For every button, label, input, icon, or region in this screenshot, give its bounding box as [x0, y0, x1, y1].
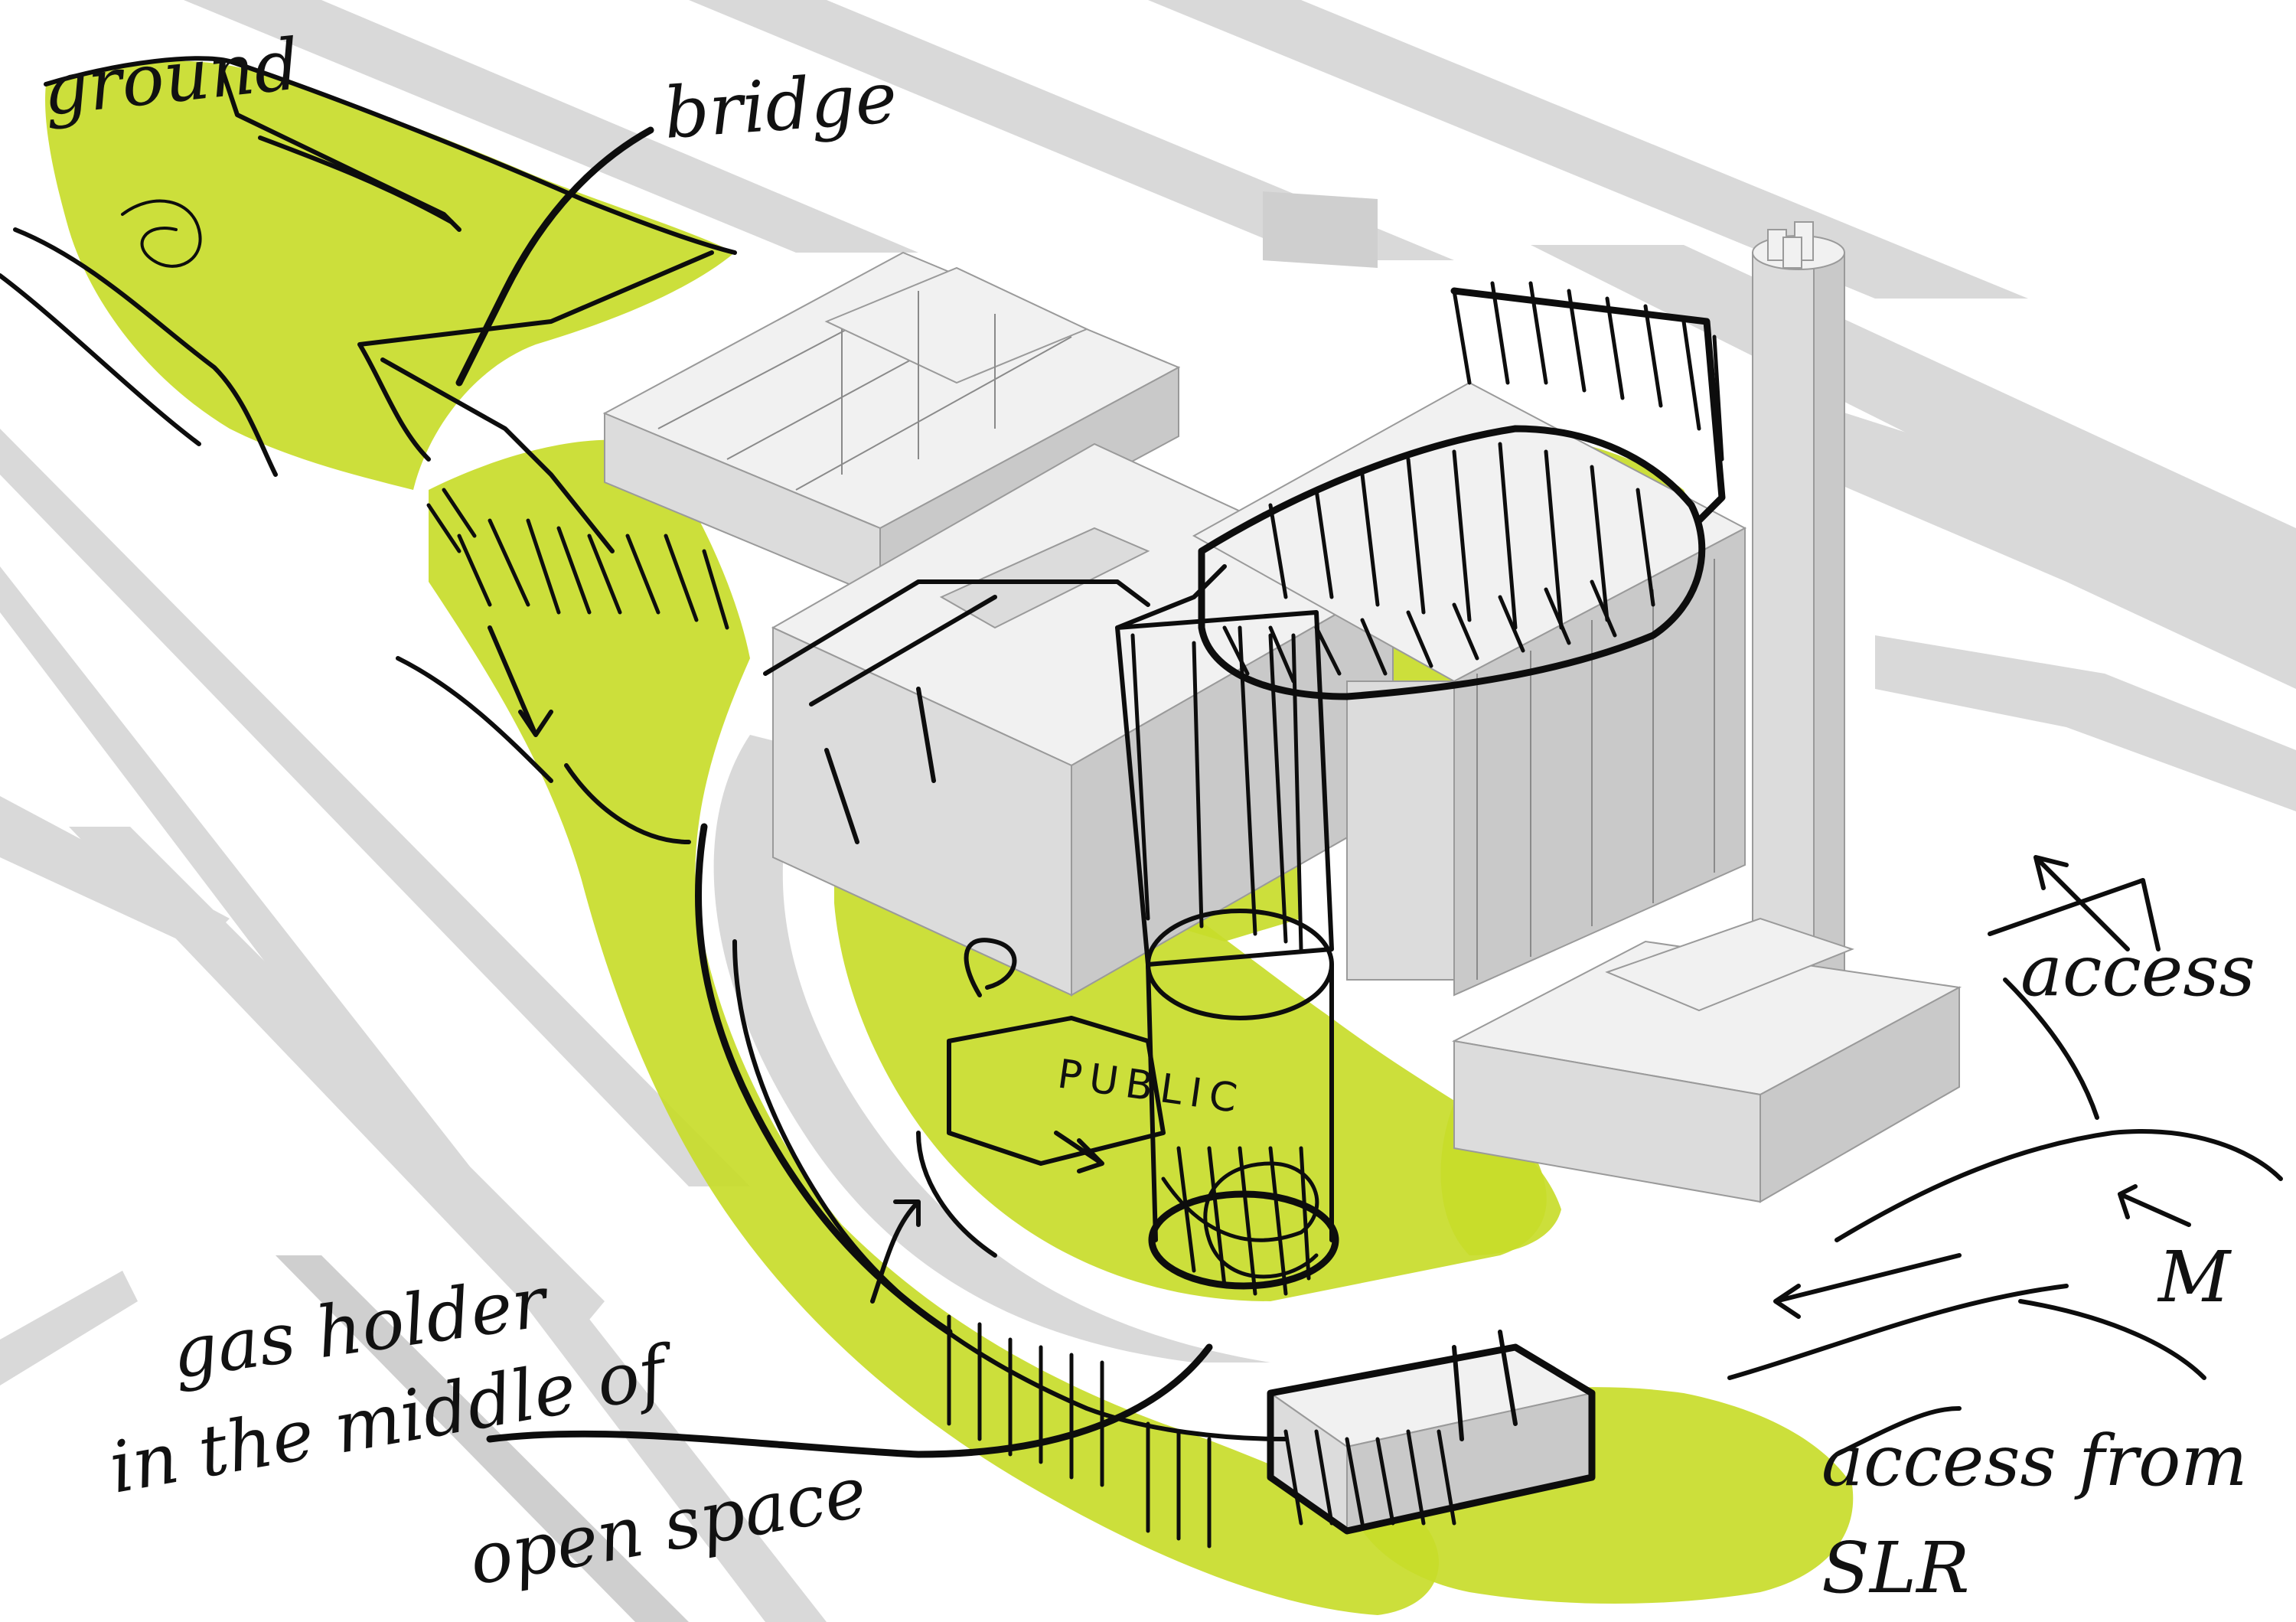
- arrow-icon: [1776, 1255, 1959, 1317]
- annotation-slr: SLR: [1821, 1527, 1969, 1609]
- arrow-icon: [2120, 1186, 2189, 1225]
- annotation-access-from: access from: [1821, 1420, 2248, 1502]
- annotation-m: M: [2157, 1236, 2232, 1318]
- annotation-bridge: bridge: [661, 57, 899, 155]
- annotation-access-right: access: [2020, 930, 2255, 1012]
